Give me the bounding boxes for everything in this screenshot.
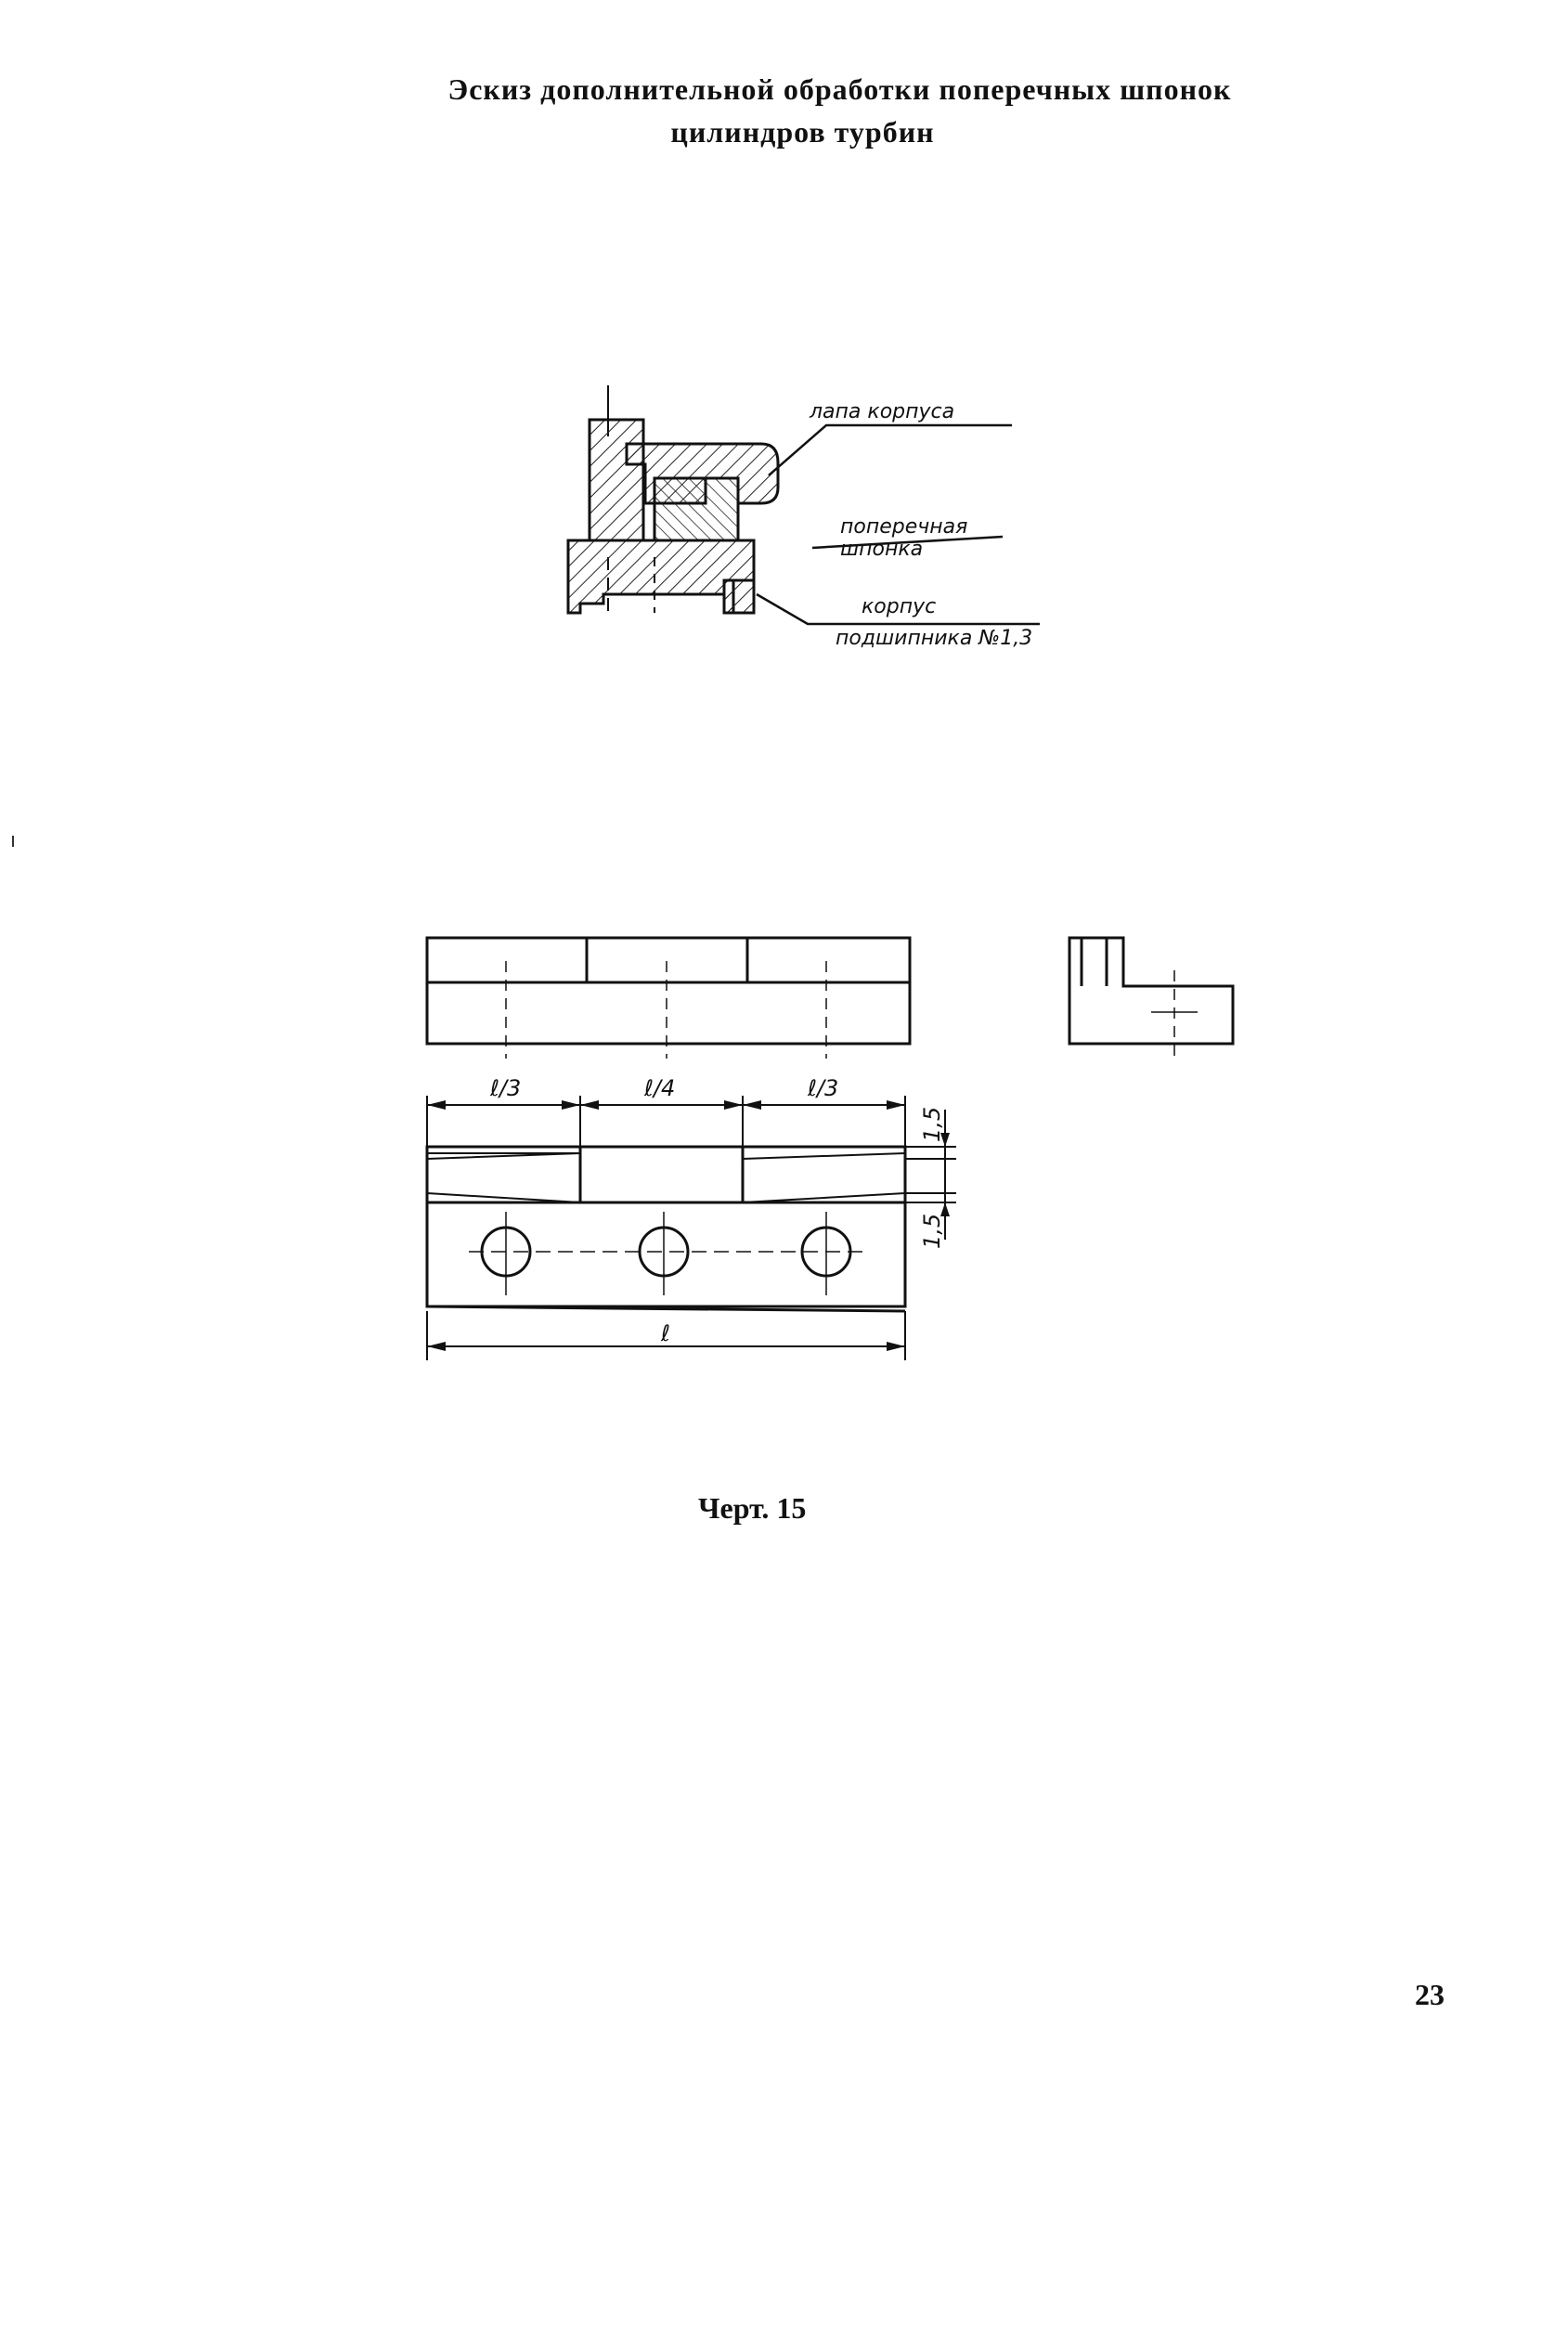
key-plan-view (425, 1096, 956, 1360)
dim-middle: ℓ/4 (643, 1075, 675, 1101)
dim-left-third: ℓ/3 (489, 1075, 521, 1101)
key-side-view (1068, 936, 1235, 1059)
label-casing-paw: лапа корпуса (809, 400, 954, 423)
key-front-view (425, 936, 912, 1059)
label-cross-key-line2: шпонка (840, 538, 923, 561)
dim-right-third: ℓ/3 (807, 1075, 838, 1101)
cross-section-sketch (566, 385, 1040, 626)
label-cross-key-line1: поперечная (840, 515, 967, 539)
document-title-line1: Эскиз дополнительной обработки поперечны… (447, 72, 1232, 106)
document-title-line2: цилиндров турбин (670, 115, 935, 149)
dim-total-length: ℓ (660, 1320, 670, 1346)
page-number: 23 (1415, 1978, 1445, 2011)
label-bearing-body-line1: корпус (862, 595, 936, 618)
dim-offset-top: 1,5 (919, 1107, 945, 1142)
label-bearing-body-line2: подшипника №1,3 (836, 627, 1032, 650)
dim-offset-bottom: 1,5 (919, 1214, 945, 1249)
figure-caption: Черт. 15 (698, 1491, 807, 1525)
